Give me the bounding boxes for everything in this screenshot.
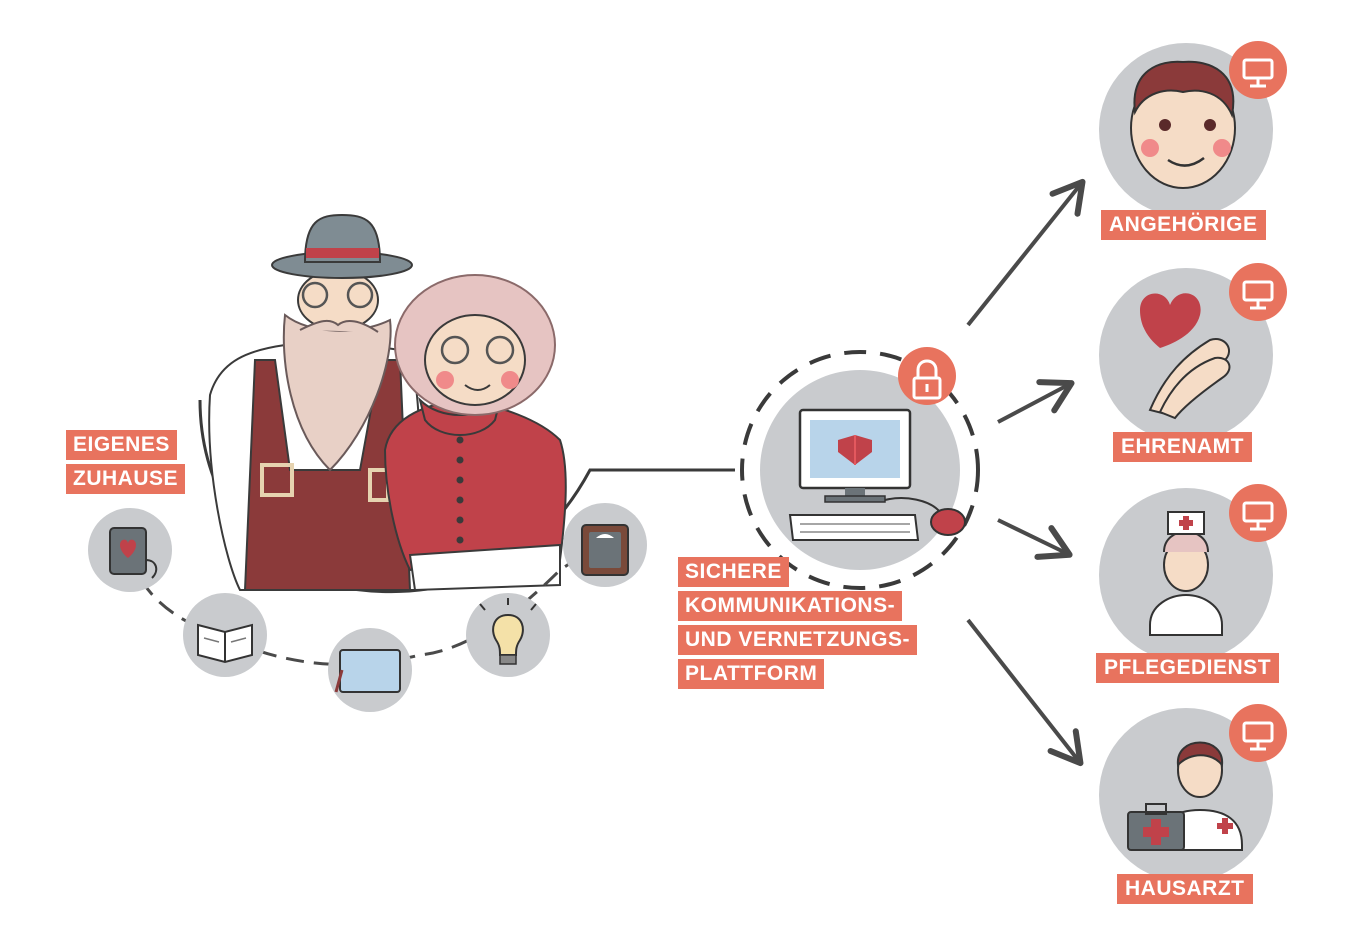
recipient-label-ehrenamt: EHRENAMT xyxy=(1113,432,1252,462)
device-circle-book xyxy=(183,593,267,677)
monitor-badge-3 xyxy=(1229,484,1287,542)
monitor-badge-1 xyxy=(1229,41,1287,99)
home-label: EIGENES ZUHAUSE xyxy=(66,430,186,498)
arrow-to-hausarzt xyxy=(966,618,1084,767)
recipient-label-pflegedienst: PFLEGEDIENST xyxy=(1096,653,1280,683)
device-circle-scale xyxy=(563,503,647,587)
lightbulb-icon xyxy=(479,598,537,665)
medical-case-icon xyxy=(1127,803,1185,851)
arrow-to-angehoerige xyxy=(966,178,1086,327)
nurse-icon xyxy=(1149,511,1223,636)
arrow-to-pflegedienst xyxy=(997,518,1073,560)
platform-label-line-2: KOMMUNIKATIONS- xyxy=(678,591,903,621)
emergency-device-icon xyxy=(109,527,158,579)
recipient-label-hausarzt: HAUSARZT xyxy=(1117,874,1253,904)
recipient-circle-pflegedienst xyxy=(1099,488,1273,662)
monitor-badge-2 xyxy=(1229,263,1287,321)
computer-icon xyxy=(788,408,966,541)
book-icon xyxy=(197,623,253,664)
platform-label-line-3: UND VERNETZUNGS- xyxy=(678,625,918,655)
lock-icon xyxy=(898,347,956,405)
recipient-circle-angehoerige xyxy=(1099,43,1273,217)
platform-label-line-4: PLATTFORM xyxy=(678,659,825,689)
device-circle-lightbulb xyxy=(466,593,550,677)
home-label-line-2: ZUHAUSE xyxy=(66,464,186,494)
recipient-label-angehoerige: ANGEHÖRIGE xyxy=(1101,210,1266,240)
heart-hands-icon xyxy=(1140,293,1231,420)
platform-dashed-ring xyxy=(740,350,980,590)
scale-icon xyxy=(581,524,629,576)
tablet-icon xyxy=(334,649,401,693)
arrow-to-ehrenamt xyxy=(997,379,1075,424)
recipient-circle-hausarzt xyxy=(1099,708,1273,882)
device-circle-emergency xyxy=(88,508,172,592)
relative-face-icon xyxy=(1130,60,1236,189)
monitor-badge-4 xyxy=(1229,704,1287,762)
recipient-circle-ehrenamt xyxy=(1099,268,1273,442)
home-label-line-1: EIGENES xyxy=(66,430,177,460)
device-circle-tablet xyxy=(328,628,412,712)
platform-label: SICHERE KOMMUNIKATIONS- UND VERNETZUNGS-… xyxy=(678,557,918,693)
platform-label-line-1: SICHERE xyxy=(678,557,789,587)
elderly-couple-illustration xyxy=(208,213,567,592)
